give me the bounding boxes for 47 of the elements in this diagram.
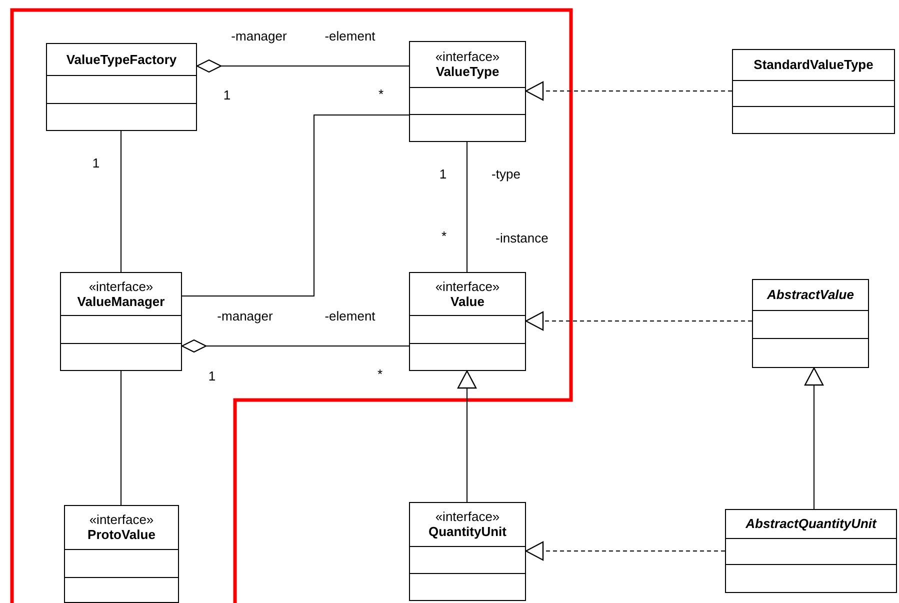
role-name: -manager [231,28,287,44]
class-box [725,509,897,593]
generalization-arrow [457,370,477,502]
multiplicity-label: 1 [223,88,231,102]
role-name: -element [324,308,376,324]
role-name: -instance [496,230,548,246]
multiplicity-label: * [377,366,383,382]
association-line [466,142,468,272]
class-box [60,272,182,371]
class-box [409,502,526,601]
multiplicity-label: 1 [208,368,216,384]
realization-arrow [525,81,732,101]
association-line [120,370,122,506]
class-box [752,279,869,368]
role-name: -manager [217,308,273,324]
stereotype-label: «interface» [435,49,500,64]
class-name: ValueManager [77,294,165,310]
class-name: ProtoValue [88,527,156,543]
association-line [120,130,122,272]
role-name: -element [324,28,376,44]
aggregation-line [196,59,410,73]
class-name: AbstractQuantityUnit [746,516,876,532]
multiplicity-label: * [378,86,384,102]
class-name: Value [450,294,484,310]
realization-arrow [525,541,726,561]
multiplicity-label: * [441,228,447,244]
class-box [409,41,526,142]
class-name: AbstractValue [767,287,854,303]
multiplicity-label: 1 [439,166,447,182]
class-box [46,43,197,131]
class-box [409,272,526,371]
class-name: ValueTypeFactory [66,52,177,68]
stereotype-label: «interface» [435,509,500,524]
class-name: ValueType [436,64,500,80]
stereotype-label: «interface» [435,278,500,294]
stereotype-label: «interface» [88,278,154,294]
role-name: -type [492,166,520,182]
class-name: QuantityUnit [428,524,506,540]
multiplicity-label: 1 [92,156,100,170]
class-box [64,505,179,603]
class-name: StandardValueType [754,57,874,73]
class-box [732,49,895,134]
aggregation-line [181,339,410,353]
generalization-arrow [804,367,824,510]
stereotype-label: «interface» [89,512,154,527]
association-line [182,114,410,296]
realization-arrow [525,311,752,331]
